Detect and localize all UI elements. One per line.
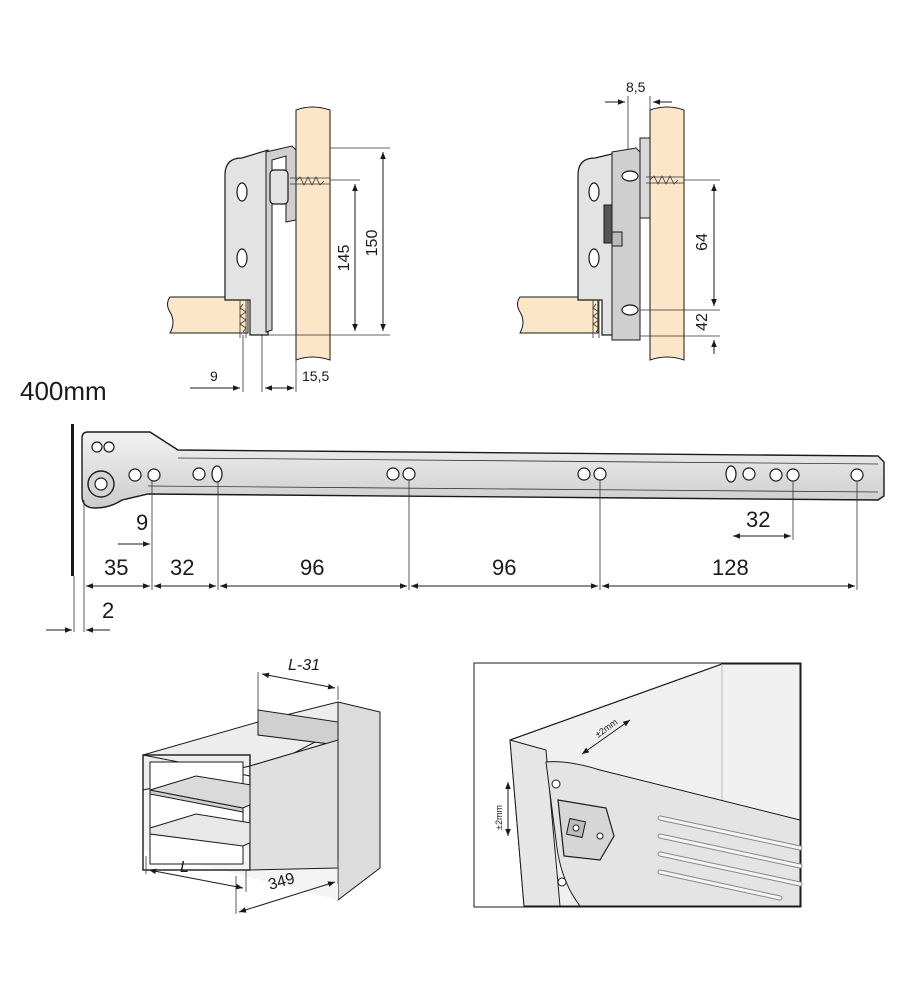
dim-35-label: 35 (104, 555, 128, 580)
screw (239, 300, 247, 338)
bracket-plate (577, 151, 621, 336)
dim-8-5-label: 8,5 (626, 79, 646, 95)
adjust-screw-icon (572, 824, 580, 832)
roller-wheel (269, 169, 289, 205)
cabinet-side-panel (649, 106, 685, 361)
rail-hole (577, 467, 591, 481)
cabinet-side-panel (295, 106, 331, 361)
dim-145-label: 145 (336, 245, 353, 272)
rail-slot (211, 465, 223, 483)
drawer-bottom-panel (517, 296, 599, 334)
dim-9-label: 9 (210, 368, 218, 384)
top-left-mounting-view: 150 145 9 15,5 (167, 106, 390, 392)
screw (290, 177, 330, 185)
rail-hole (850, 468, 864, 482)
bracket-slot (588, 182, 600, 202)
rail-length-label: 400mm (20, 376, 107, 406)
rail-hole (402, 467, 416, 481)
cabinet-side (337, 701, 381, 902)
bracket-slot (588, 248, 600, 268)
bracket-plate (224, 149, 269, 336)
drawer-box-view: L-31 L 349 (142, 657, 381, 914)
adjustment-bracket (557, 799, 615, 861)
rail-hole (91, 441, 103, 453)
rail-view: 400mm 9 35 32 (20, 376, 885, 633)
dim-2-label: 2 (102, 598, 114, 623)
dim-9-label: 9 (136, 510, 148, 535)
dim-349-label: 349 (266, 870, 296, 894)
dim-15-5-label: 15,5 (302, 368, 329, 384)
dim-128-label: 128 (712, 555, 749, 580)
dim-150-label: 150 (364, 230, 381, 257)
dim-32-label: 32 (746, 507, 770, 532)
rail-hole (786, 468, 800, 482)
dim-32-label: 32 (170, 555, 194, 580)
panel-reference-line (71, 424, 74, 576)
rail-hole (147, 468, 161, 482)
adjustment-detail-view: ±2mm ±2mm (473, 662, 803, 908)
rail-hole (192, 467, 206, 481)
rail-hole (103, 441, 115, 453)
runner-profile (611, 147, 641, 341)
rail-slot (725, 465, 737, 483)
bracket-slot (236, 248, 248, 268)
drawer-bottom-panel (167, 296, 249, 334)
bracket-slot (236, 182, 248, 202)
tolerance-vertical-label: ±2mm (494, 805, 504, 830)
dim-42-label: 42 (694, 313, 711, 331)
mount-slot (621, 170, 639, 182)
rail-hole (769, 468, 783, 482)
rail-hole (386, 467, 400, 481)
mount-slot (621, 304, 639, 316)
rail-hole (128, 468, 142, 482)
dim-96-label: 96 (492, 555, 516, 580)
dim-l-label: L (180, 859, 189, 876)
top-right-mounting-view: 8,5 64 42 (517, 79, 720, 361)
dim-l-minus-31-label: L-31 (288, 657, 320, 674)
dim-96-label: 96 (300, 555, 324, 580)
runner-rail (81, 431, 885, 509)
rail-hole (742, 467, 756, 481)
rail-hole (593, 467, 607, 481)
dim-64-label: 64 (694, 233, 711, 251)
screw (646, 176, 684, 184)
screw (592, 300, 600, 338)
